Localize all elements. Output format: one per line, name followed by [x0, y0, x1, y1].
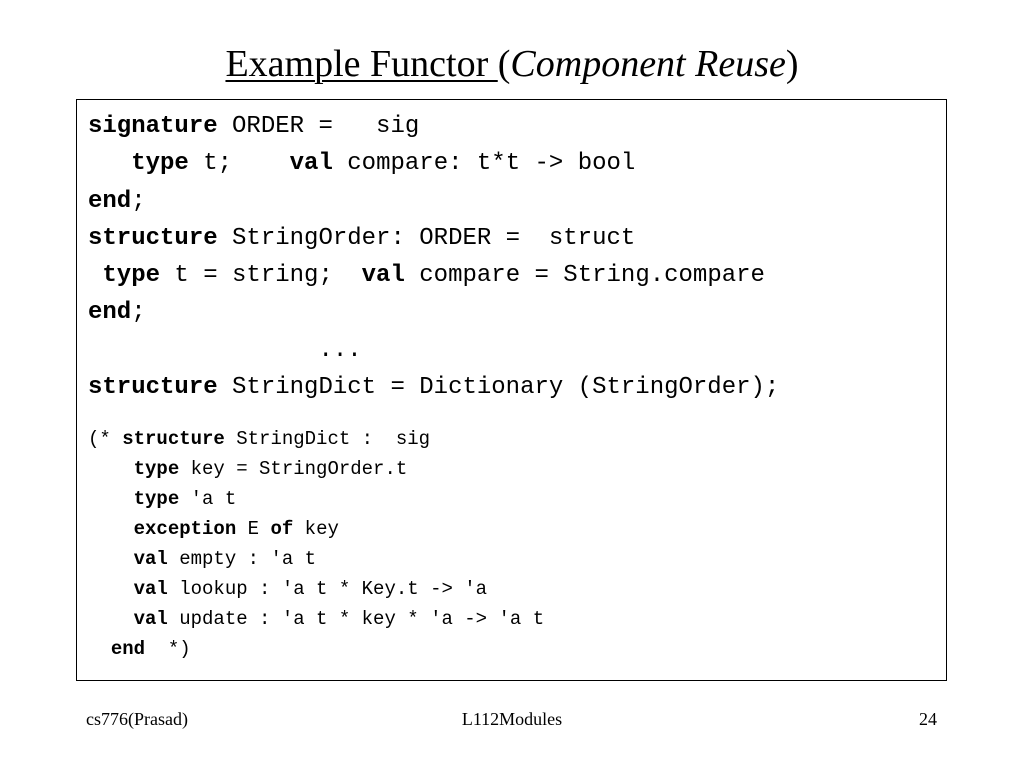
- code-text: key = StringOrder.t: [179, 458, 408, 480]
- code-text: ...: [88, 336, 362, 364]
- code-text: [88, 488, 134, 510]
- code-text: ORDER = sig: [217, 113, 420, 140]
- code-text: key: [293, 518, 339, 540]
- code-keyword: type: [102, 262, 161, 290]
- code-listing: signature ORDER = sig type t; val compar…: [88, 108, 779, 406]
- code-keyword: end: [88, 187, 132, 215]
- code-keyword: exception: [133, 518, 237, 540]
- code-text: [88, 458, 134, 480]
- code-text: 'a t: [179, 488, 237, 510]
- code-text: compare = String.compare: [404, 262, 765, 290]
- code-text: *): [145, 638, 191, 660]
- code-line: type t = string; val compare = String.co…: [88, 257, 779, 294]
- code-line: val lookup : 'a t * Key.t -> 'a: [88, 574, 544, 604]
- code-text: lookup : 'a t * Key.t -> 'a: [167, 578, 488, 600]
- code-line: type t; val compare: t*t -> bool: [88, 145, 779, 182]
- code-line: end;: [88, 294, 779, 331]
- code-text: t;: [188, 150, 290, 178]
- code-text: [88, 262, 102, 289]
- code-line: exception E of key: [88, 514, 544, 544]
- slide-title: Example Functor (Component Reuse): [0, 40, 1024, 88]
- code-keyword: end: [88, 299, 132, 327]
- code-line: end *): [88, 634, 544, 664]
- code-line: structure StringDict = Dictionary (Strin…: [88, 369, 779, 406]
- title-paren-close: ): [785, 43, 799, 85]
- title-main: Example Functor: [225, 43, 498, 85]
- code-line: type key = StringOrder.t: [88, 454, 544, 484]
- code-keyword: type: [133, 458, 180, 480]
- code-text: empty : 'a t: [167, 548, 317, 570]
- code-text: [88, 578, 134, 600]
- code-text: t = string;: [160, 262, 362, 290]
- title-subtitle: Component Reuse: [510, 43, 786, 85]
- code-text: (*: [88, 428, 123, 450]
- code-text: ;: [131, 299, 146, 327]
- code-keyword: val: [289, 150, 333, 178]
- code-keyword: end: [110, 638, 146, 660]
- code-keyword: val: [133, 578, 168, 600]
- code-text: [88, 548, 134, 570]
- code-text: StringDict = Dictionary (StringOrder);: [217, 374, 780, 402]
- code-text: compare: t*t -> bool: [332, 150, 636, 178]
- code-text: StringOrder: ORDER = struct: [217, 224, 636, 252]
- code-line: type 'a t: [88, 484, 544, 514]
- code-text: [88, 608, 134, 630]
- code-line: (* structure StringDict : sig: [88, 424, 544, 454]
- footer-lecture: L112Modules: [461, 709, 563, 729]
- code-text: StringDict : sig: [224, 428, 431, 450]
- footer-author: cs776(Prasad): [86, 709, 188, 729]
- code-keyword: structure: [88, 224, 218, 252]
- footer-page-number: 24: [919, 709, 937, 729]
- code-keyword: type: [131, 150, 189, 178]
- code-line: val empty : 'a t: [88, 544, 544, 574]
- code-text: [88, 150, 131, 177]
- code-keyword: structure: [88, 374, 218, 402]
- code-line: end;: [88, 183, 779, 220]
- code-line: ...: [88, 332, 779, 369]
- title-paren-open: (: [497, 43, 511, 85]
- code-text: [88, 638, 111, 660]
- code-keyword: val: [133, 608, 168, 630]
- code-comment-block: (* structure StringDict : sig type key =…: [88, 424, 544, 664]
- code-keyword: signature: [88, 113, 218, 140]
- code-line: val update : 'a t * key * 'a -> 'a t: [88, 604, 544, 634]
- code-text: ;: [131, 187, 146, 215]
- code-keyword: structure: [122, 428, 225, 450]
- code-text: update : 'a t * key * 'a -> 'a t: [167, 608, 545, 630]
- code-box: signature ORDER = sig type t; val compar…: [76, 99, 947, 681]
- code-keyword: of: [270, 518, 294, 540]
- code-keyword: val: [133, 548, 168, 570]
- code-line: structure StringOrder: ORDER = struct: [88, 220, 779, 257]
- code-keyword: val: [361, 262, 405, 290]
- code-line: signature ORDER = sig: [88, 108, 779, 145]
- code-text: [88, 518, 134, 540]
- code-keyword: type: [133, 488, 180, 510]
- code-text: E: [236, 518, 271, 540]
